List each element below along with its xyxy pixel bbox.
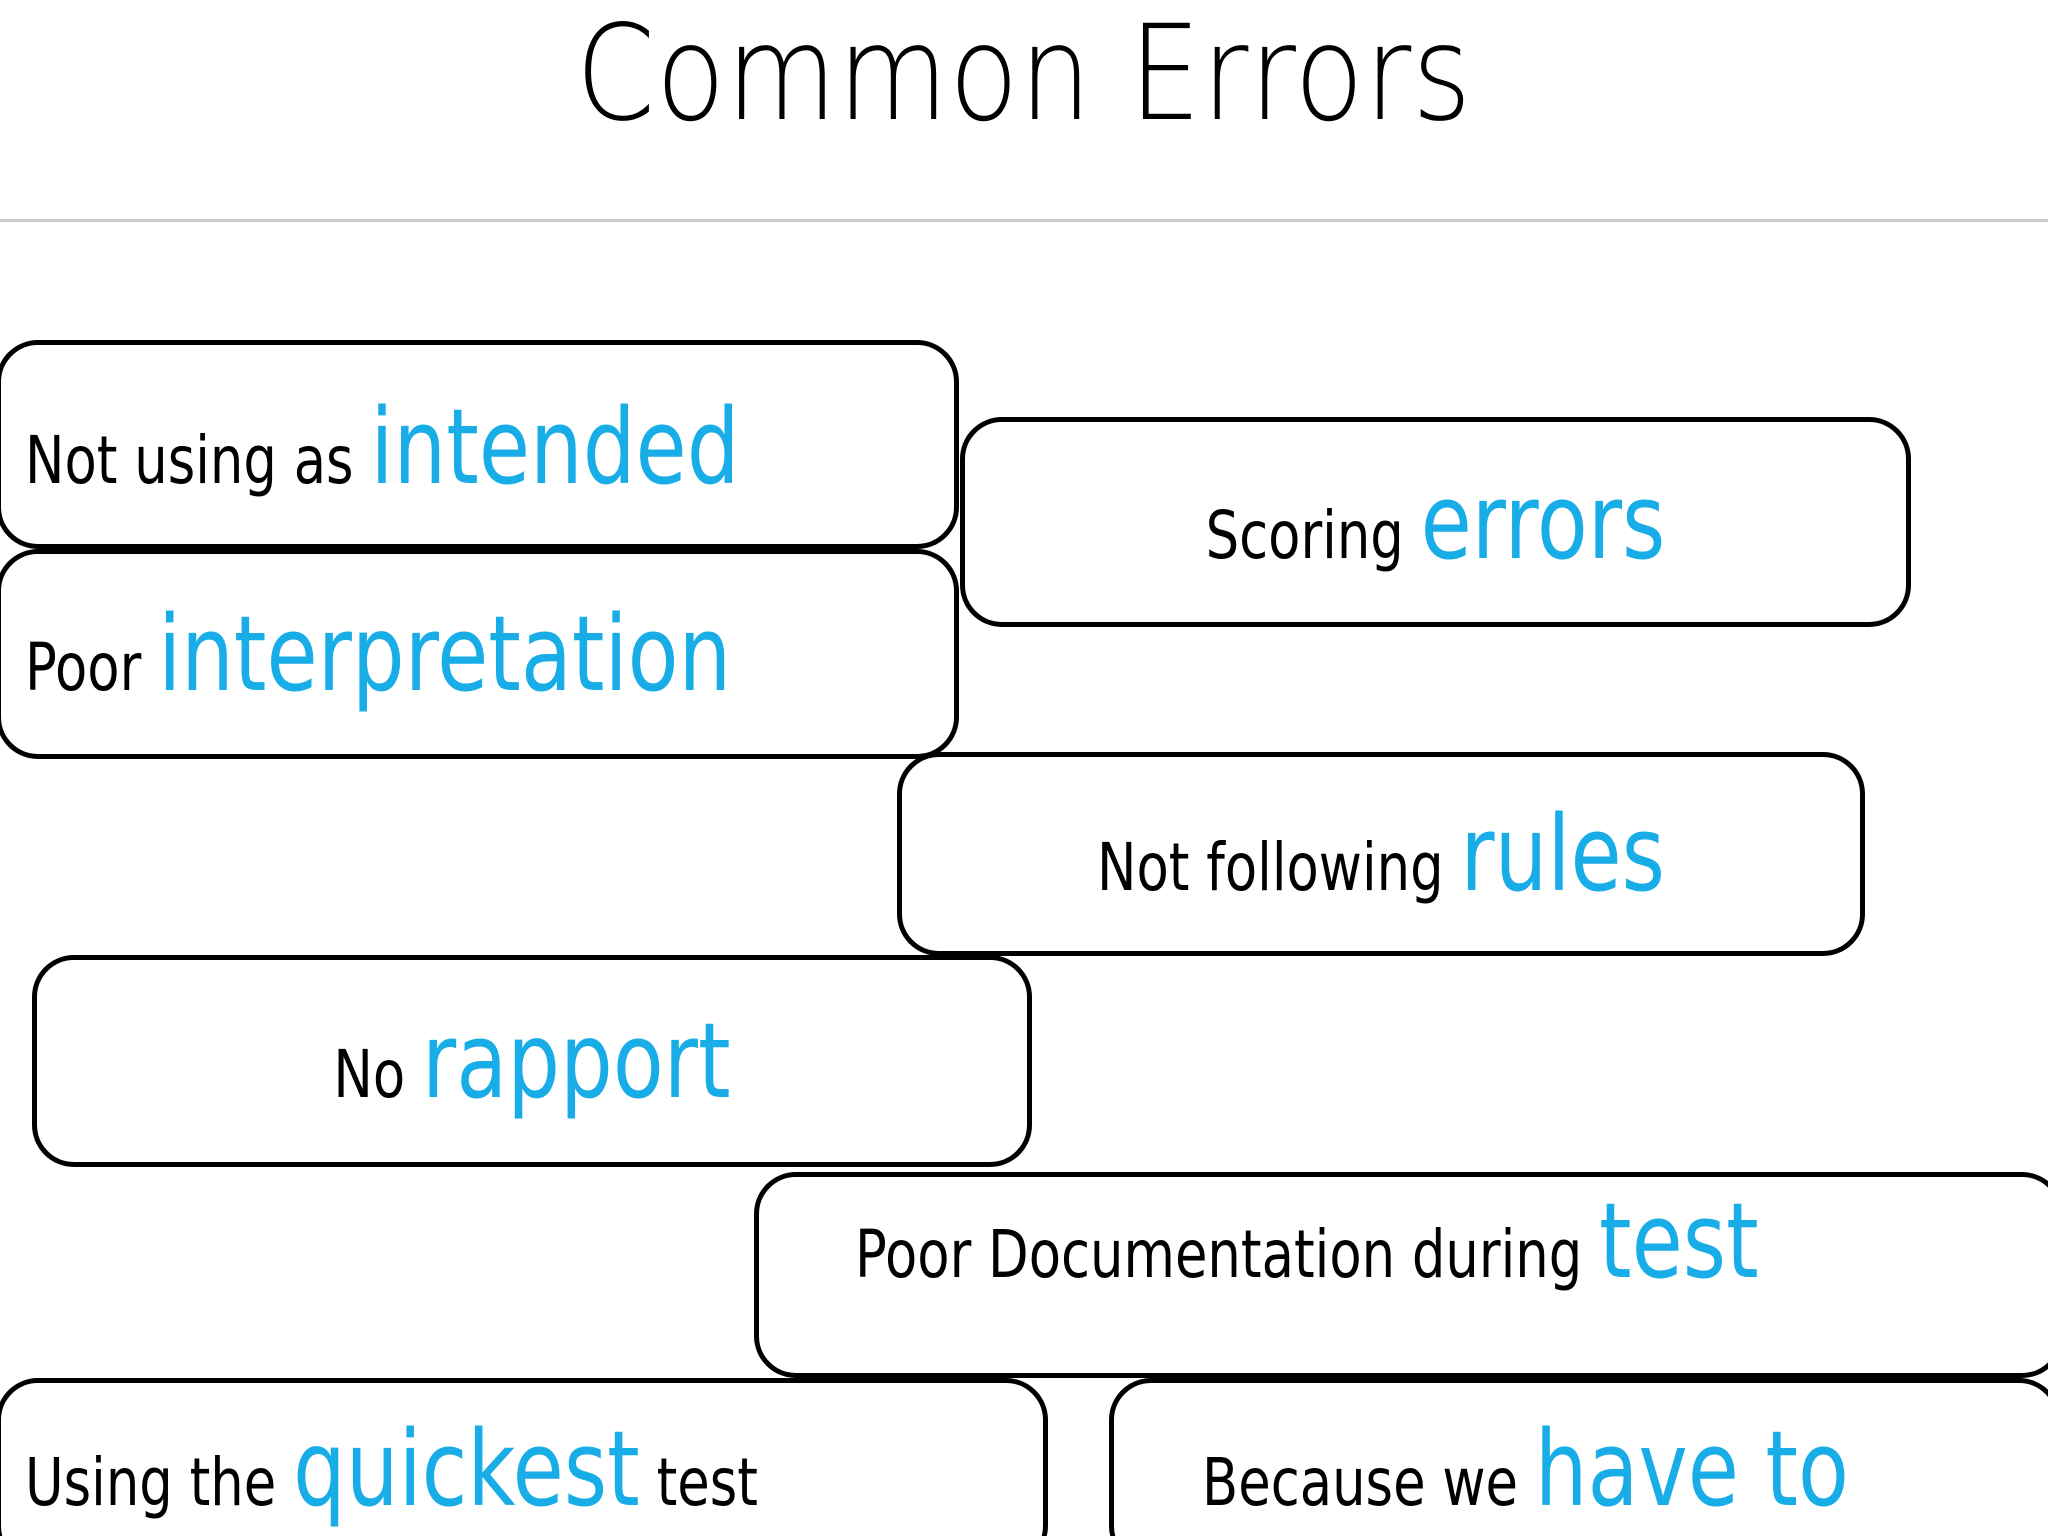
error-card-because[interactable]: Because we have to <box>1109 1378 2048 1536</box>
error-card-plain-before: Not using as <box>25 421 371 499</box>
error-card-intended[interactable]: Not using as intended <box>0 340 959 549</box>
error-card-plain-before: Poor Documentation during <box>855 1216 1599 1293</box>
page-title: Common Errors <box>575 0 1473 151</box>
error-card-plain-before: Scoring <box>1205 497 1421 574</box>
title-divider <box>0 219 2048 222</box>
error-card-scoring[interactable]: Scoring errors <box>960 417 1911 627</box>
error-card-rapport[interactable]: No rapport <box>32 955 1032 1167</box>
error-card-highlight: rules <box>1460 793 1666 915</box>
error-card-plain-before: Poor <box>25 629 159 706</box>
error-card-text: No rapport <box>173 1000 891 1122</box>
error-card-highlight: interpretation <box>158 593 732 715</box>
error-card-text: Because we have to <box>1202 1408 1885 1530</box>
error-card-highlight: test <box>1599 1180 1759 1302</box>
error-card-plain-before: Because we <box>1202 1444 1535 1521</box>
error-card-highlight: quickest <box>293 1408 640 1530</box>
error-card-highlight: have to <box>1534 1408 1849 1530</box>
error-card-quickest[interactable]: Using the quickest test <box>0 1378 1048 1536</box>
error-card-highlight: rapport <box>422 1000 731 1122</box>
error-card-highlight: intended <box>370 385 740 508</box>
error-card-text: Not using as intended <box>25 386 768 508</box>
error-card-documentation[interactable]: Poor Documentation during test <box>754 1172 2048 1378</box>
error-card-text: Using the quickest test <box>25 1408 839 1530</box>
error-card-plain-before: Using the <box>25 1444 294 1521</box>
error-card-text: Not following rules <box>1033 793 1729 915</box>
error-card-plain-before: No <box>333 1036 423 1113</box>
error-card-rules[interactable]: Not following rules <box>897 752 1865 956</box>
error-card-text: Poor interpretation <box>25 593 768 715</box>
error-card-text: Poor Documentation during test <box>855 1180 1818 1302</box>
error-card-plain-after: test <box>639 1444 758 1521</box>
error-card-text: Scoring errors <box>1091 461 1780 583</box>
error-card-interpretation[interactable]: Poor interpretation <box>0 549 959 759</box>
error-card-plain-before: Not following <box>1096 829 1461 906</box>
error-card-highlight: errors <box>1420 461 1666 583</box>
